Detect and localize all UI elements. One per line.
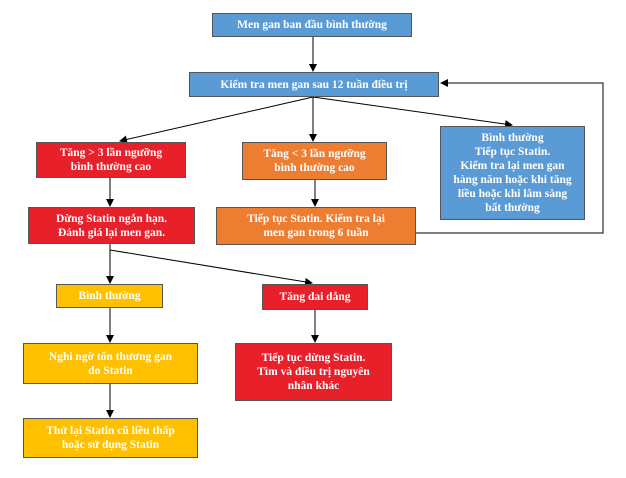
node-increase-lt3: Tăng < 3 lần ngưỡng bình thường cao bbox=[242, 142, 387, 180]
node-normal-2: Bình thường bbox=[56, 284, 163, 308]
node-normal-continue: Bình thường Tiếp tục Statin. Kiểm tra lạ… bbox=[440, 126, 585, 220]
arrow-loop-back bbox=[416, 79, 604, 234]
node-suspect-liver-injury: Nghi ngờ tổn thương gan do Statin bbox=[23, 343, 198, 384]
node-check-12-weeks: Kiểm tra men gan sau 12 tuần điều trị bbox=[189, 72, 439, 97]
node-continue-stop-statin: Tiếp tục dừng Statin. Tìm và điều trị ng… bbox=[235, 343, 392, 401]
node-persistent-increase: Tăng dai dẳng bbox=[262, 284, 368, 310]
arrow-check-to-gt3 bbox=[119, 96, 314, 144]
node-increase-gt3: Tăng > 3 lần ngưỡng bình thường cao bbox=[36, 142, 186, 178]
node-stop-statin: Dừng Statin ngắn hạn. Đánh giá lại men g… bbox=[28, 207, 195, 244]
arrow-check-to-normal1 bbox=[312, 96, 513, 128]
node-start: Men gan ban đầu bình thường bbox=[212, 13, 412, 37]
node-retry-statin: Thử lại Statin cũ liều thấp hoặc sử dụng… bbox=[23, 418, 198, 458]
arrow-stop-to-persist bbox=[109, 249, 313, 286]
node-continue-6-weeks: Tiếp tục Statin. Kiểm tra lại men gan tr… bbox=[216, 207, 416, 245]
